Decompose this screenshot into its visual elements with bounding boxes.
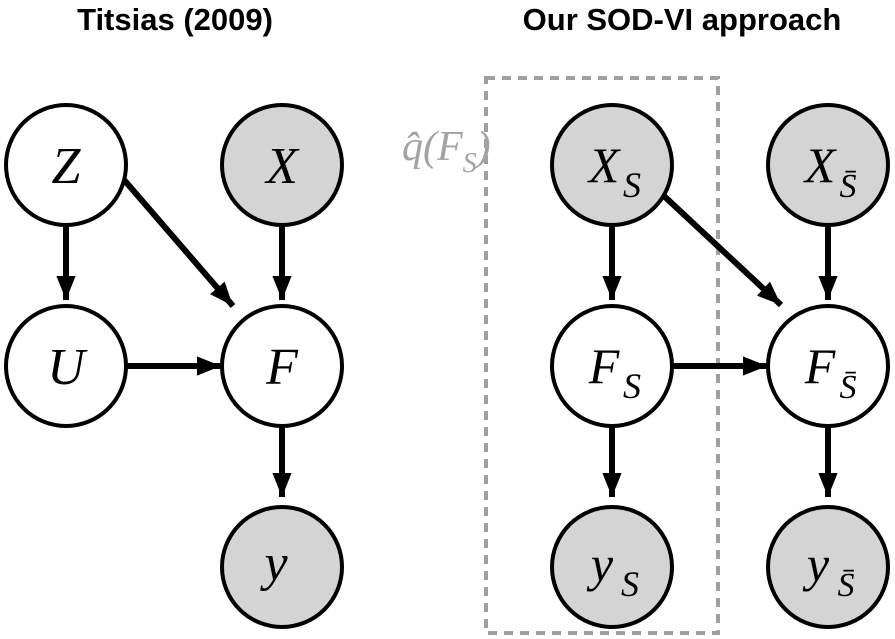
svg-text:F: F bbox=[265, 339, 299, 396]
svg-text:F: F bbox=[588, 338, 620, 394]
svg-text:S̄: S̄ bbox=[840, 369, 857, 406]
svg-text:U: U bbox=[47, 339, 88, 396]
right-panel-title: Our SOD-VI approach bbox=[523, 2, 842, 37]
svg-text:S̄: S̄ bbox=[838, 567, 855, 604]
right-graph-edges bbox=[602, 193, 838, 497]
svg-text:X: X bbox=[803, 137, 838, 193]
svg-text:y: y bbox=[259, 535, 288, 592]
edge-XS-FSbar bbox=[661, 193, 784, 308]
svg-text:y: y bbox=[802, 536, 830, 592]
node-Z: Z bbox=[4, 103, 128, 227]
node-FSbar: F S̄ bbox=[766, 304, 890, 428]
svg-text:X: X bbox=[587, 137, 622, 193]
node-ySbar: y S̄ bbox=[766, 505, 890, 629]
svg-text:S: S bbox=[623, 165, 641, 205]
svg-text:Z: Z bbox=[52, 138, 82, 195]
svg-text:S: S bbox=[621, 564, 639, 604]
variational-distribution-label: q̂(FS) bbox=[402, 124, 491, 179]
edge-Z-F bbox=[116, 172, 236, 308]
node-FS: F S bbox=[550, 304, 674, 428]
svg-text:S̄: S̄ bbox=[840, 168, 857, 205]
svg-text:S: S bbox=[623, 366, 641, 406]
variational-region-box bbox=[484, 76, 720, 635]
node-XSbar: X S̄ bbox=[766, 103, 890, 227]
left-panel-title: Titsias (2009) bbox=[77, 2, 273, 37]
left-graph-edges bbox=[56, 172, 292, 497]
node-U: U bbox=[4, 304, 128, 428]
svg-text:X: X bbox=[264, 138, 300, 195]
node-XS: X S bbox=[550, 103, 674, 227]
node-X: X bbox=[220, 103, 344, 227]
svg-text:F: F bbox=[804, 338, 836, 394]
node-yS: y S bbox=[550, 505, 674, 629]
node-y: y bbox=[220, 505, 344, 629]
node-F: F bbox=[220, 304, 344, 428]
svg-text:y: y bbox=[586, 536, 614, 592]
